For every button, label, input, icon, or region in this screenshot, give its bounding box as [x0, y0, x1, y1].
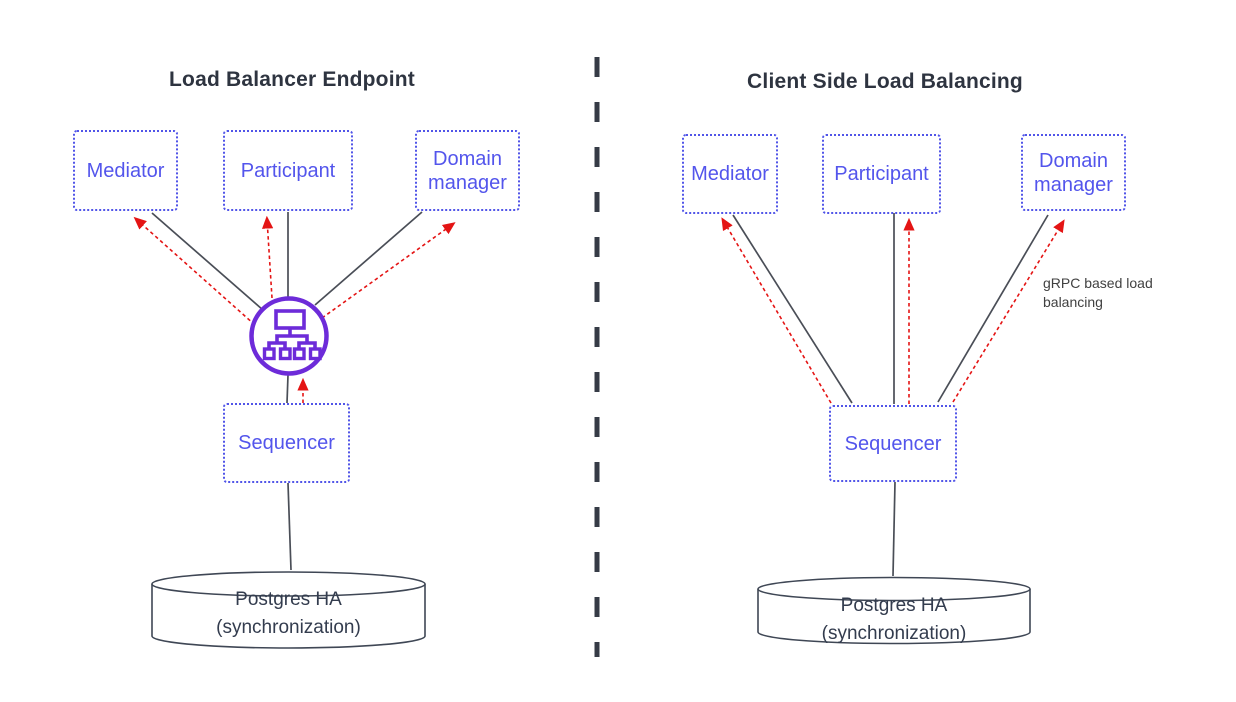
- right-database-cylinder: [757, 576, 1031, 645]
- right-node-domain-manager-label: Domain manager: [1034, 149, 1113, 196]
- right-node-participant-label: Participant: [834, 163, 929, 185]
- right-node-sequencer: Sequencer: [829, 405, 957, 482]
- right-node-domain-manager: Domain manager: [1021, 134, 1126, 211]
- left-database-label-line1: Postgres HA: [235, 589, 342, 610]
- line-sequencer-to-database: [287, 482, 292, 571]
- right-database-label: Postgres HA (synchronization): [758, 592, 1030, 648]
- left-node-domain-manager-label: Domain manager: [428, 147, 507, 194]
- right-red-dashed-arrows: [721, 217, 1065, 404]
- line-mediator-to-balancer: [151, 212, 264, 311]
- right-node-participant: Participant: [822, 134, 941, 214]
- right-node-mediator-label: Mediator: [691, 163, 769, 185]
- arrow-balancer-to-domainmanager: [321, 222, 456, 319]
- grpc-load-balancing-annotation: gRPC based load balancing: [1043, 275, 1153, 310]
- arrow-balancer-to-mediator: [133, 216, 256, 326]
- right-database-label-line2: (synchronization): [821, 623, 967, 644]
- arrow-sequencer-to-mediator: [721, 217, 832, 404]
- left-database-cylinder: [151, 571, 426, 649]
- line-sequencer-to-database: [892, 481, 896, 577]
- right-node-mediator: Mediator: [682, 134, 778, 214]
- right-solid-connectors: [732, 213, 1049, 577]
- left-node-domain-manager: Domain manager: [415, 130, 520, 211]
- right-node-sequencer-label: Sequencer: [844, 432, 942, 455]
- line-balancer-to-sequencer: [286, 374, 289, 404]
- arrow-balancer-to-participant: [261, 215, 274, 299]
- left-red-dashed-arrows: [133, 215, 456, 403]
- left-node-participant-label: Participant: [240, 159, 336, 182]
- left-node-mediator-label: Mediator: [86, 159, 165, 182]
- left-solid-connectors: [151, 211, 423, 571]
- left-database-label-line2: (synchronization): [216, 617, 361, 638]
- line-domainmanager-to-balancer: [314, 211, 423, 306]
- right-panel-title: Client Side Load Balancing: [747, 70, 1023, 93]
- left-node-sequencer-label: Sequencer: [238, 432, 335, 454]
- arrow-sequencer-to-domainmanager: [952, 219, 1065, 403]
- line-sequencer-to-domainmanager: [937, 214, 1049, 403]
- network-load-balancer-icon: [262, 309, 322, 361]
- left-node-sequencer: Sequencer: [223, 403, 350, 483]
- left-panel-title: Load Balancer Endpoint: [169, 68, 415, 91]
- line-sequencer-to-mediator: [732, 214, 853, 404]
- right-database-label-line1: Postgres HA: [840, 595, 948, 616]
- left-database-label: Postgres HA (synchronization): [152, 586, 425, 642]
- load-balancer-node: [249, 296, 329, 376]
- left-node-participant: Participant: [223, 130, 353, 211]
- left-node-mediator: Mediator: [73, 130, 178, 211]
